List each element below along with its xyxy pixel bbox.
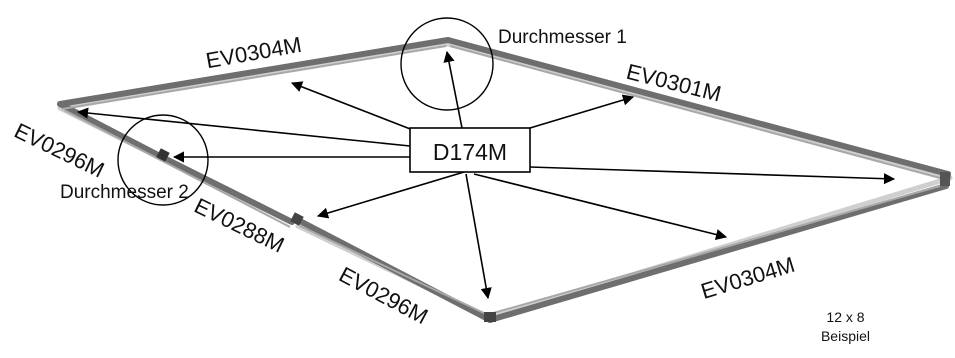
arrow-top-right — [529, 94, 635, 129]
rail-top-left — [57, 37, 451, 107]
center-label: D174M — [433, 139, 507, 165]
joint-connector — [290, 212, 304, 226]
label-bottom-right: EV0304M — [698, 252, 798, 304]
label-left-upper: EV0296M — [10, 118, 108, 183]
joint-connector — [940, 172, 950, 186]
rail-left-middle — [157, 153, 295, 225]
diameter-2-circle — [117, 114, 209, 206]
example-note: 12 x 8 Beispiel — [821, 308, 870, 346]
diameter-2-label: Durchmesser 2 — [60, 182, 189, 203]
label-left-middle: EV0288M — [190, 193, 288, 258]
rail-left-upper — [57, 101, 163, 159]
arrow-bottom — [465, 173, 492, 300]
example-size: 12 x 8 — [826, 309, 865, 325]
arrow-top-left — [290, 81, 419, 133]
joint-connector — [484, 312, 496, 322]
center-label-box — [409, 127, 531, 173]
label-bottom-left: EV0296M — [335, 262, 432, 329]
arrow-bottom-left — [316, 171, 465, 219]
arrow-left — [76, 107, 411, 147]
rail-top-right — [445, 37, 951, 177]
arrows — [76, 50, 896, 300]
example-caption: Beispiel — [820, 328, 870, 344]
joint-connector — [156, 148, 170, 162]
frame-outline — [57, 37, 953, 323]
diameter-1-label: Durchmesser 1 — [498, 27, 627, 48]
arrow-right — [529, 166, 896, 185]
arrow-bottom-right — [473, 173, 728, 240]
diameter-1-circle — [400, 17, 494, 111]
rail-bottom-right — [487, 183, 949, 323]
arrow-top — [443, 50, 463, 129]
